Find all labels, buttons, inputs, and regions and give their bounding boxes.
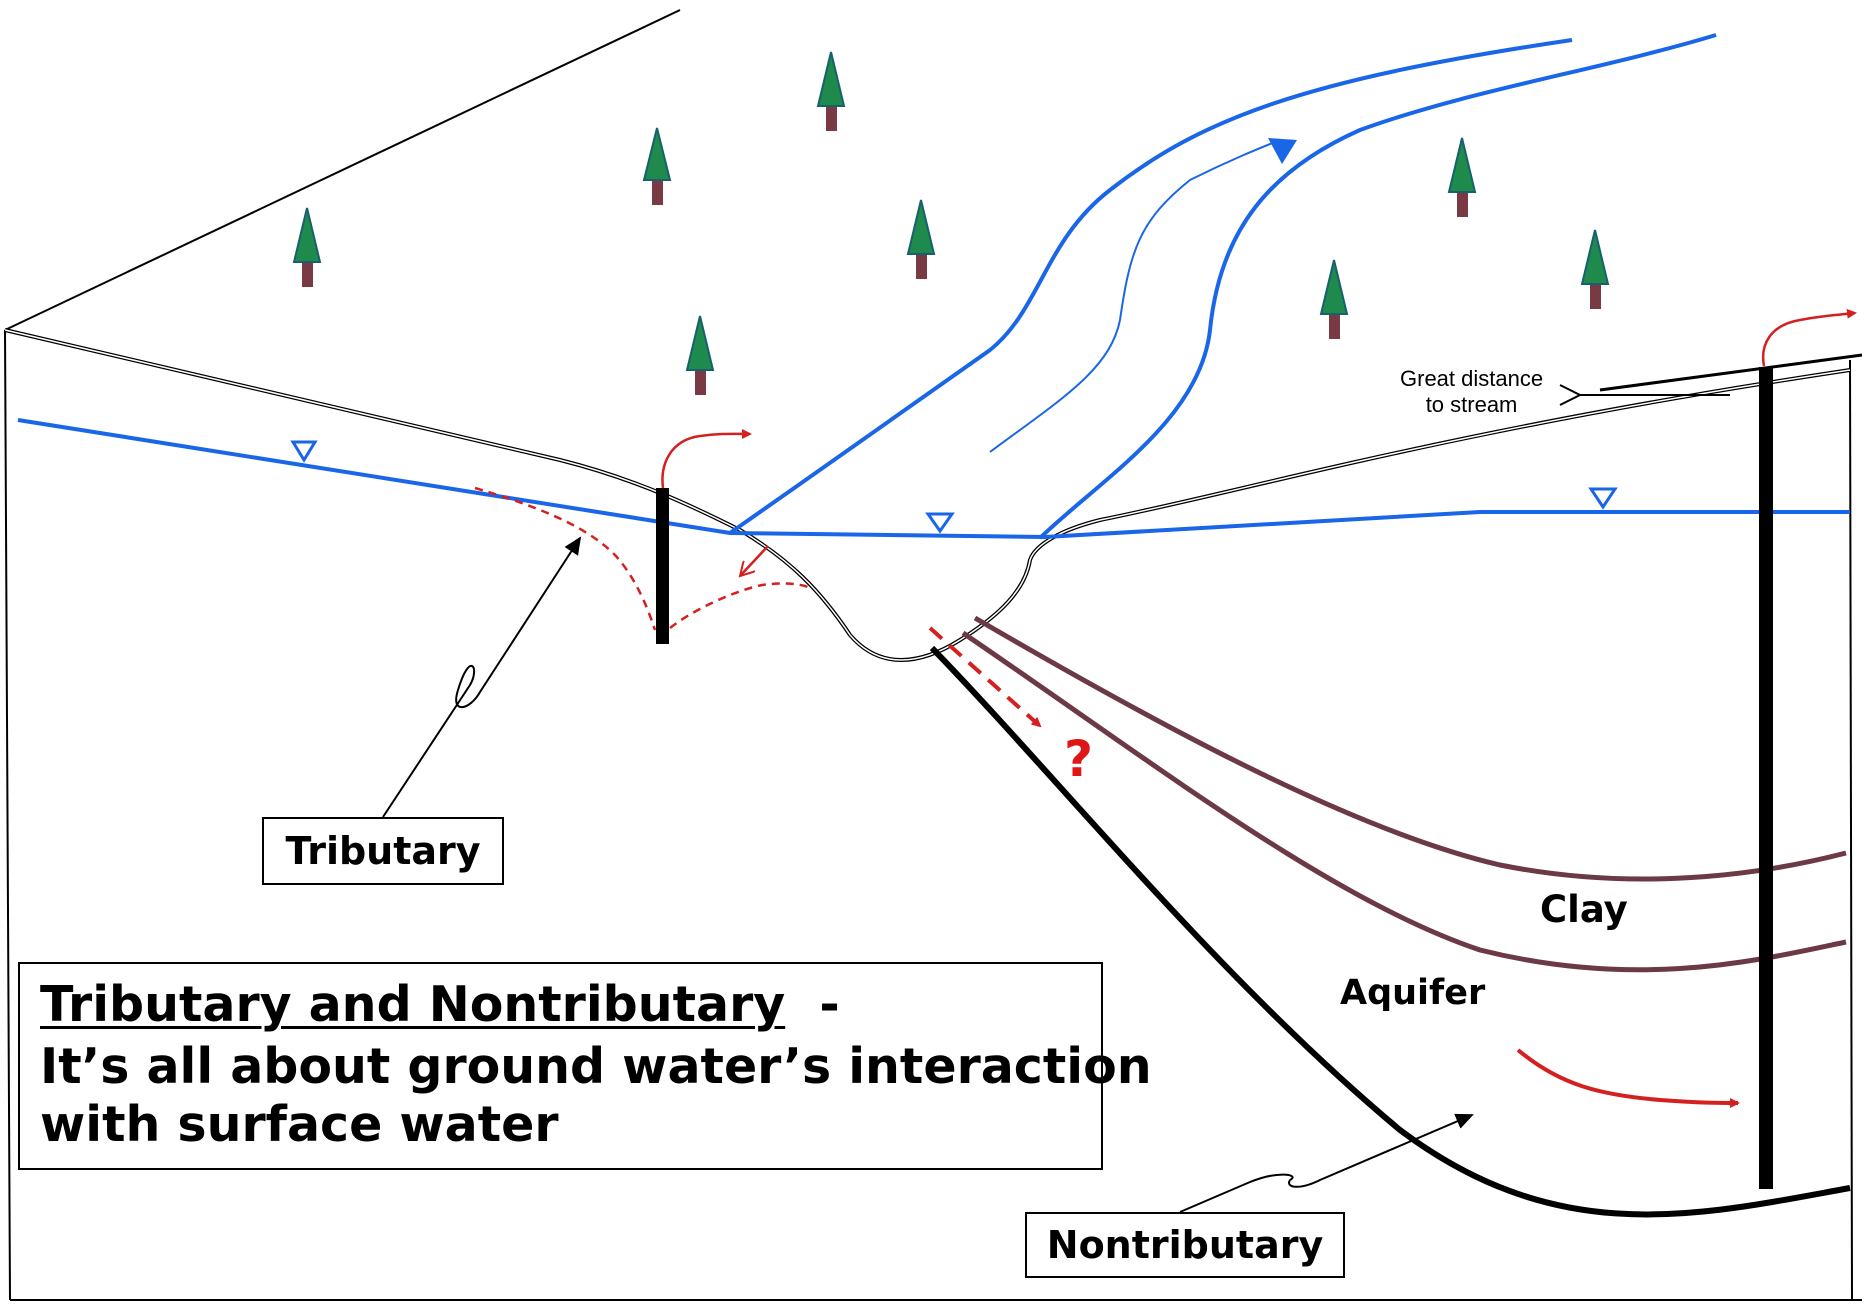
aquifer-label: Aquifer [1340,973,1486,1013]
clay-label: Clay [1540,888,1628,931]
tree-icon [642,127,672,205]
stream [728,33,1717,540]
tree-icon [816,51,846,131]
stream-centerline [989,139,1281,453]
nontributary-leader [1179,1113,1474,1213]
tree-icon [292,207,322,287]
right-side-edge [1849,359,1853,1301]
tributary-well [656,488,669,644]
tree-icon [906,199,936,279]
title-subtitle-line2: with surface water [40,1096,559,1153]
nontributary-pump-arrow [1761,308,1857,367]
distance-label-line1: Great distance [1400,366,1544,391]
cone-of-depression [474,486,809,631]
title-heading: Tributary and Nontributary [40,976,786,1033]
title-dash: - [819,976,840,1033]
distance-label-line2: to stream [1425,392,1518,417]
water-table [17,418,1850,540]
trees [292,51,1610,395]
water-table-marker-icon [290,440,318,463]
tributary-leader [382,536,582,818]
title-box: Tributary and Nontributary - It’s all ab… [18,962,1152,1170]
tributary-pump-arrow [661,428,752,489]
tree-icon [1319,259,1349,339]
tributary-label: Tributary [262,817,504,885]
clay-upper-boundary [973,615,1847,882]
nontributary-label: Nontributary [1025,1212,1345,1278]
left-top-edge [4,9,681,331]
left-side-edge [4,329,11,1301]
ground-surface [4,328,1863,662]
title-subtitle-line1: It’s all about ground water’s interactio… [40,1038,1152,1095]
water-table-marker-icon [1588,487,1618,510]
uncertainty-question-mark: ? [1064,730,1094,788]
stream-left-bank [728,38,1573,535]
tree-icon [685,315,715,395]
tree-icon [1447,137,1477,217]
aquifer-base [929,645,1851,1218]
clay-lower-boundary [961,630,1847,973]
flow-direction-arrowhead [1268,138,1297,164]
tree-icon [1580,229,1610,309]
title-heading-line: Tributary and Nontributary - [40,972,1101,1038]
stream-right-bank [1038,33,1717,540]
water-table-markers [290,440,1618,534]
clay-layers [961,615,1847,973]
distance-label: Great distance to stream [1400,366,1543,418]
block-outline [4,9,1862,1301]
aquifer-flow-arrow [1516,1048,1740,1108]
water-table-marker-icon [925,512,955,534]
nontributary-well [1759,367,1773,1189]
stream-leakage-arrow [740,545,769,576]
